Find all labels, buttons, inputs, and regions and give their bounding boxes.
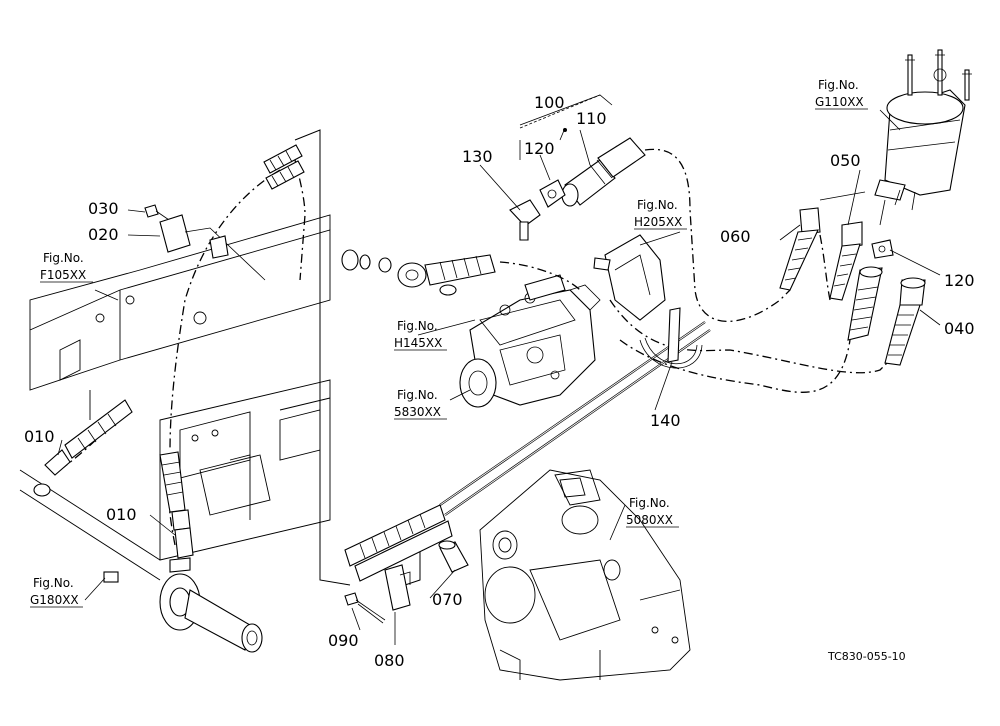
hose-110 [561, 137, 646, 207]
hose-060 [779, 207, 821, 291]
axle-cylinder [19, 469, 263, 653]
hose-routing-box [294, 129, 421, 586]
part-number-080: 080 [374, 651, 405, 670]
ref-h145: Fig.No. H145XX [394, 319, 447, 351]
part-number-040: 040 [944, 319, 975, 338]
ref-g180: Fig.No. G180XX [30, 576, 83, 608]
ref-h205: Fig.No. H205XX [634, 198, 687, 230]
ref-5830: Fig.No. 5830XX [394, 388, 447, 420]
part-numbers: 100 110 120 130 140 050 060 120 040 030 … [24, 93, 975, 670]
hydraulic-pump [459, 274, 601, 408]
part-number-010-center: 010 [106, 505, 137, 524]
pipe-bracket [593, 234, 666, 321]
part-number-140: 140 [650, 411, 681, 430]
part-number-120-right: 120 [944, 271, 975, 290]
svg-text:Fig.No.: Fig.No. [629, 496, 670, 510]
svg-text:Fig.No.: Fig.No. [43, 251, 84, 265]
svg-text:Fig.No.: Fig.No. [397, 319, 438, 333]
ref-5080: Fig.No. 5080XX [626, 496, 679, 528]
transmission-housing [479, 469, 691, 681]
figure-references: Fig.No. G110XX Fig.No. H205XX Fig.No. H1… [30, 78, 868, 608]
part-number-010-left: 010 [24, 427, 55, 446]
starter-motor [874, 49, 972, 211]
part-number-050: 050 [830, 151, 861, 170]
hose-bottom-dual [344, 504, 453, 582]
svg-text:G110XX: G110XX [815, 95, 864, 109]
svg-text:H145XX: H145XX [394, 336, 442, 350]
drawing-code: TC830-055-10 [827, 650, 906, 663]
ref-g110: Fig.No. G110XX [815, 78, 868, 110]
svg-text:H205XX: H205XX [634, 215, 682, 229]
part-number-070: 070 [432, 590, 463, 609]
hose-010-left [44, 399, 133, 476]
clamp-140 [639, 307, 703, 369]
part-number-060: 060 [720, 227, 751, 246]
svg-text:Fig.No.: Fig.No. [397, 388, 438, 402]
hydraulic-lines [59, 148, 891, 546]
hose-010-center [159, 451, 194, 573]
part-number-120-top: 120 [524, 139, 555, 158]
hose-040 [884, 277, 926, 366]
fitting-120-top [539, 179, 566, 208]
svg-text:G180XX: G180XX [30, 593, 79, 607]
clip-080 [384, 564, 411, 611]
fitting-120-right [871, 239, 894, 259]
part-number-110: 110 [576, 109, 607, 128]
bolt-090 [344, 592, 386, 624]
banjo-fitting [341, 249, 496, 296]
hose-middle-right [847, 266, 883, 341]
elbow-130 [509, 199, 541, 241]
sleeve-070 [438, 540, 469, 573]
group-100-bracket [519, 94, 601, 132]
svg-text:F105XX: F105XX [40, 268, 86, 282]
part-number-030: 030 [88, 199, 119, 218]
part-number-020: 020 [88, 225, 119, 244]
hose-050 [829, 221, 863, 301]
svg-text:Fig.No.: Fig.No. [637, 198, 678, 212]
part-number-090: 090 [328, 631, 359, 650]
svg-text:5080XX: 5080XX [626, 513, 673, 527]
part-number-100: 100 [534, 93, 565, 112]
leader-lines [57, 94, 941, 645]
svg-text:5830XX: 5830XX [394, 405, 441, 419]
ref-f105: Fig.No. F105XX [40, 251, 93, 283]
bracket-020 [159, 214, 266, 281]
svg-text:Fig.No.: Fig.No. [818, 78, 859, 92]
part-number-130: 130 [462, 147, 493, 166]
chassis-frame [29, 214, 331, 561]
svg-text:Fig.No.: Fig.No. [33, 576, 74, 590]
hose-top-left [263, 144, 305, 190]
